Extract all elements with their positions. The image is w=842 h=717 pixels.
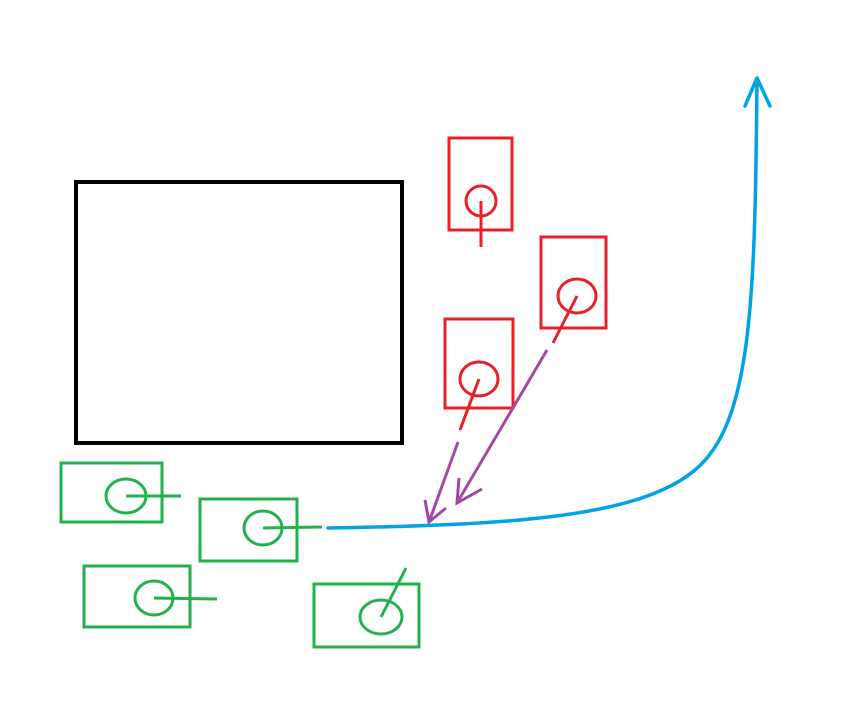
green-tank-icon: [198, 497, 323, 563]
green-tank-hull: [82, 564, 192, 629]
fire-arrow-icon: [423, 441, 460, 525]
fire-arrow-head: [423, 499, 447, 525]
green-tank-gun: [153, 596, 218, 601]
green-tank-hull: [59, 461, 164, 524]
path-arrow-head: [743, 76, 772, 108]
obstacle: [74, 180, 404, 445]
green-tank-gun: [262, 525, 323, 530]
green-tank-group: [59, 461, 421, 649]
path-arrow-icon: [326, 76, 772, 530]
fire-arrow-group: [423, 349, 549, 525]
red-tank-turret: [458, 360, 500, 398]
green-tank-icon: [59, 461, 181, 524]
green-tank-hull: [198, 497, 299, 563]
red-tank-hull: [443, 317, 515, 410]
red-tank-group: [443, 136, 608, 431]
red-tank-icon: [539, 235, 608, 344]
path-arrow-curve: [326, 78, 759, 530]
red-tank-turret: [556, 277, 598, 315]
fire-arrow-shaft: [427, 441, 460, 523]
green-tank-turret: [358, 598, 404, 636]
fire-arrow-icon: [455, 349, 549, 506]
red-tank-icon: [447, 136, 514, 247]
green-tank-gun: [379, 567, 408, 618]
green-tank-hull: [312, 582, 421, 649]
green-tank-icon: [82, 564, 218, 629]
red-tank-hull: [539, 235, 608, 330]
green-tank-icon: [312, 567, 421, 649]
fire-arrow-head: [455, 477, 483, 506]
obstacle-rect: [74, 180, 404, 445]
red-tank-icon: [443, 317, 515, 431]
red-tank-gun: [551, 295, 579, 344]
fire-arrow-shaft: [455, 349, 549, 504]
red-tank-gun: [458, 378, 481, 431]
